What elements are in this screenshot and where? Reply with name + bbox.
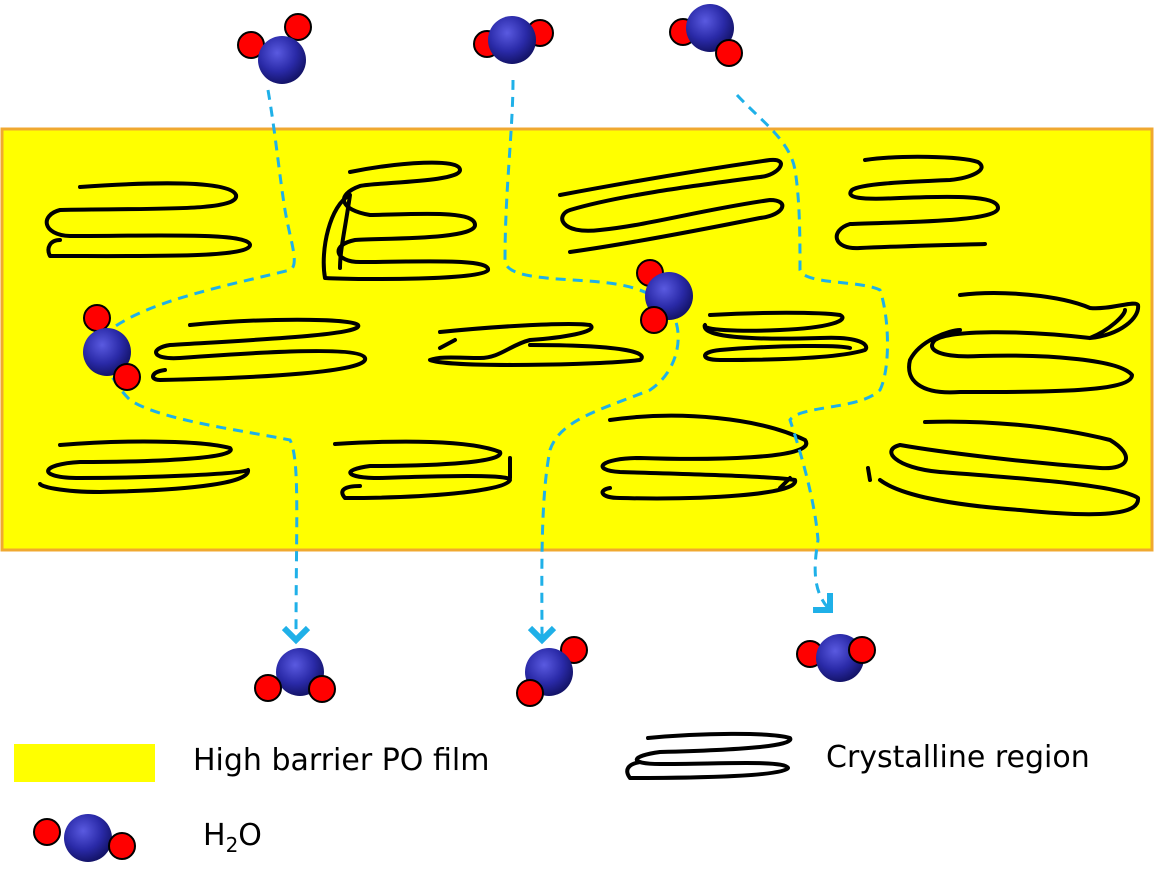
legend-crystal-label: Crystalline region	[826, 740, 1090, 775]
crystal-2	[321, 160, 490, 282]
water-molecule-icon	[636, 259, 693, 334]
crystal-4	[834, 154, 1000, 251]
water-molecule-icon	[669, 4, 743, 67]
legend-film-swatch	[14, 744, 155, 782]
water-molecules	[83, 4, 876, 707]
legend-water-label: H2O	[203, 818, 262, 857]
crystal-1	[44, 181, 252, 259]
water-molecule-icon	[516, 636, 588, 707]
crystal-9	[38, 439, 250, 494]
crystal-5	[151, 317, 367, 382]
water-molecule-icon	[473, 16, 554, 64]
crystalline-regions	[38, 154, 1141, 517]
water-molecule-icon	[254, 648, 336, 703]
crystal-10	[333, 439, 512, 500]
po-film	[0, 127, 1154, 552]
water-label-subscript: 2	[225, 833, 239, 857]
crystal-3	[558, 157, 785, 254]
water-label-h: H	[203, 818, 226, 853]
crystal-6	[428, 321, 644, 367]
legend-film-label: High barrier PO film	[193, 743, 490, 778]
water-label-o: O	[238, 818, 262, 853]
crystal-11	[600, 413, 809, 501]
crystal-7	[702, 310, 869, 362]
water-molecule-icon	[83, 304, 141, 391]
water-molecule-icon	[796, 634, 876, 682]
crystal-12	[866, 419, 1140, 517]
water-molecule-icon	[237, 13, 312, 84]
crystal-8	[907, 291, 1141, 395]
diffusion-path-3	[735, 93, 889, 614]
legend-crystal-swatch	[625, 731, 793, 780]
legend-water-icon	[33, 814, 136, 862]
